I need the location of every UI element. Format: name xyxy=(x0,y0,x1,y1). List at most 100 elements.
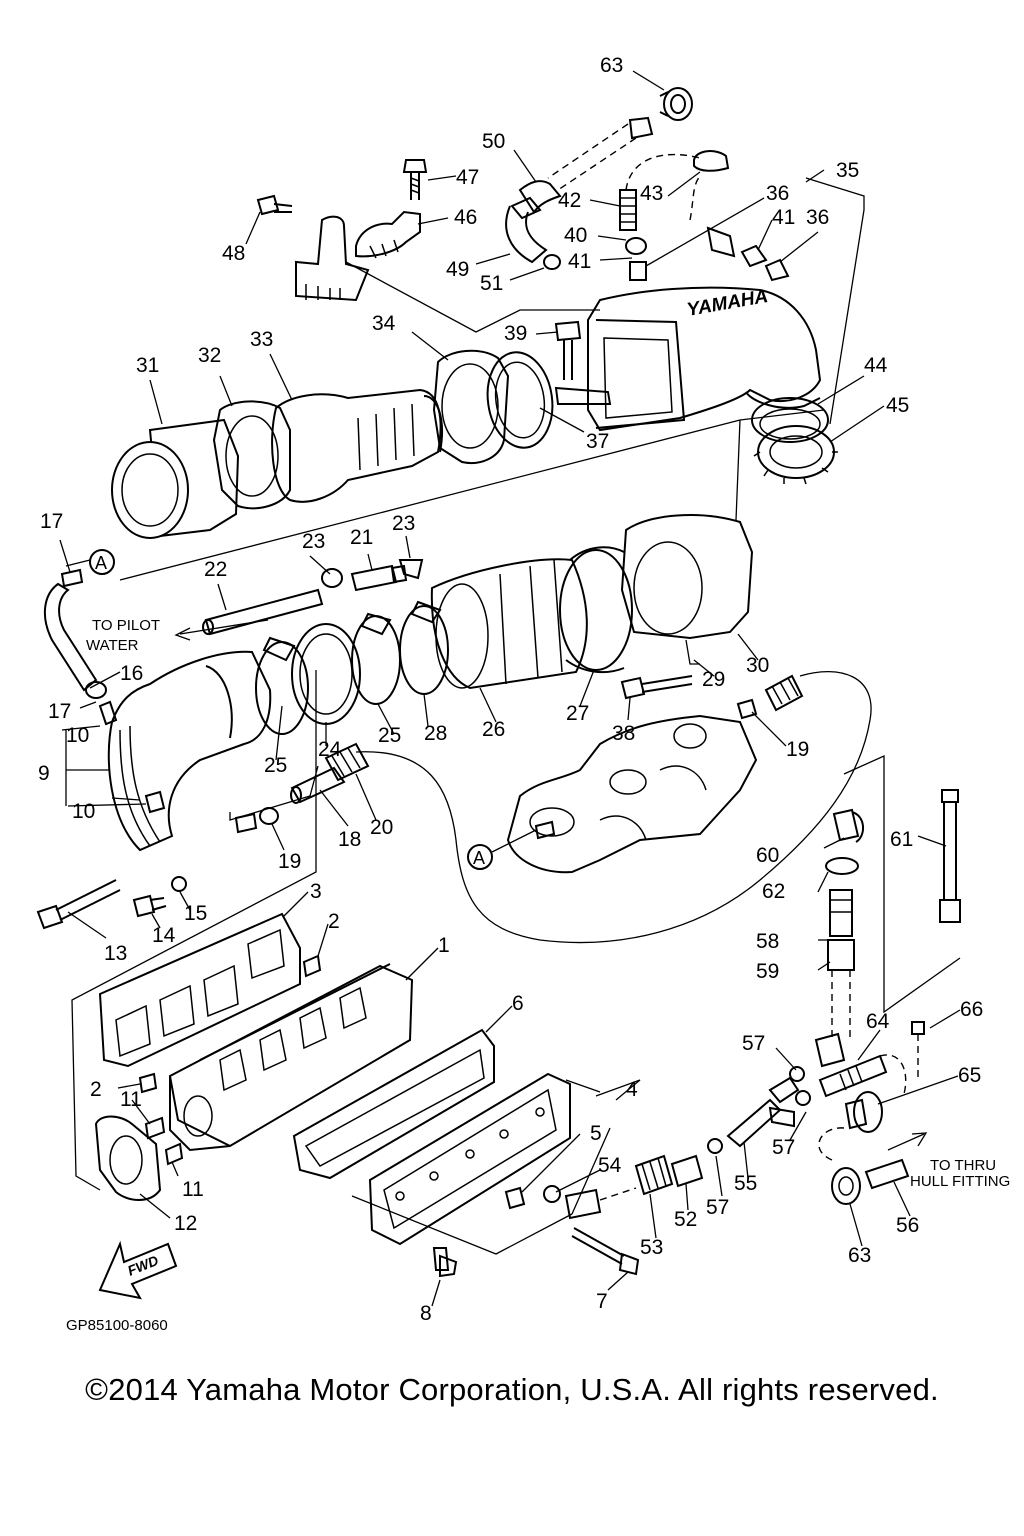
label-23-b: 23 xyxy=(392,512,415,535)
label-45: 45 xyxy=(886,394,909,417)
label-2-top: 2 xyxy=(328,910,340,933)
part-37-gasket xyxy=(486,351,554,449)
copyright-notice: ©2014 Yamaha Motor Corporation, U.S.A. A… xyxy=(85,1372,939,1407)
part-26-pipe xyxy=(430,558,588,690)
label-52: 52 xyxy=(674,1208,697,1231)
label-56: 56 xyxy=(896,1214,919,1237)
part-56-pipe xyxy=(864,1158,910,1190)
part-43-clamp xyxy=(693,150,730,172)
part-stay-mount xyxy=(295,215,600,333)
label-40: 40 xyxy=(564,224,587,247)
label-17-b: 17 xyxy=(48,700,71,723)
arrow-to-pilot-water xyxy=(174,619,269,641)
part-engine-block xyxy=(506,714,758,874)
part-35-muffler: YAMAHA xyxy=(587,286,822,432)
label-47: 47 xyxy=(456,166,479,189)
frame-lower xyxy=(351,1079,641,1255)
callout-a-lower: A xyxy=(467,844,493,870)
label-10-a: 10 xyxy=(66,724,89,747)
label-33: 33 xyxy=(250,328,273,351)
part-46-bracket xyxy=(355,210,421,259)
label-44: 44 xyxy=(864,354,888,377)
label-5: 5 xyxy=(590,1122,602,1145)
part-33-pipe xyxy=(271,388,444,503)
label-1: 1 xyxy=(438,934,450,957)
part-12-gasket xyxy=(94,1115,162,1201)
label-54: 54 xyxy=(598,1154,622,1177)
part-11-pin-top xyxy=(144,1116,166,1140)
label-59: 59 xyxy=(756,960,779,983)
callout-a-lower-text: A xyxy=(473,848,485,868)
frame-right xyxy=(843,754,961,1014)
frame-upper xyxy=(119,409,825,581)
label-64: 64 xyxy=(866,1010,890,1033)
label-28: 28 xyxy=(424,722,447,745)
part-65-fitting xyxy=(844,1091,883,1133)
callout-a-upper: A xyxy=(89,549,115,575)
part-20-hose xyxy=(324,742,370,782)
label-25-b: 25 xyxy=(378,724,401,747)
label-17-a: 17 xyxy=(40,510,63,533)
label-36-a: 36 xyxy=(766,182,789,205)
label-16: 16 xyxy=(120,662,143,685)
part-40-clamp xyxy=(625,237,648,255)
label-57-c: 57 xyxy=(706,1196,729,1219)
label-63-top: 63 xyxy=(600,54,623,77)
part-19-fitting-right xyxy=(736,674,804,720)
part-50-hose xyxy=(510,116,654,220)
part-25-clamp-upper xyxy=(351,612,401,705)
label-55: 55 xyxy=(734,1172,757,1195)
part-15-washer xyxy=(171,876,188,892)
part-3-gasket xyxy=(98,912,301,1068)
label-48: 48 xyxy=(222,242,245,265)
label-61: 61 xyxy=(890,828,913,851)
part-64-hose xyxy=(818,1054,907,1098)
label-7: 7 xyxy=(596,1290,608,1313)
part-5-fitting xyxy=(504,1186,526,1210)
part-54-fitting xyxy=(543,1185,562,1203)
label-18: 18 xyxy=(338,828,361,851)
lead-a-lower xyxy=(491,829,537,853)
part-57-clamp-b xyxy=(795,1090,812,1106)
frame-middle xyxy=(71,670,319,1191)
part-30-flange xyxy=(620,514,754,640)
label-37: 37 xyxy=(586,430,609,453)
label-49: 49 xyxy=(446,258,469,281)
part-42-hose xyxy=(619,153,701,231)
to-pilot-water-line1: TO PILOT xyxy=(92,617,160,634)
part-38-bolt xyxy=(620,675,693,700)
part-58-fitting xyxy=(829,889,853,937)
frame-35-lines xyxy=(805,177,865,425)
to-pilot-water-line2: WATER xyxy=(86,637,139,654)
arrow-to-thru-hull xyxy=(887,1132,928,1151)
part-62-washer xyxy=(825,857,860,875)
label-24: 24 xyxy=(318,738,342,761)
part-14-bolt xyxy=(132,894,167,918)
part-53-spring xyxy=(634,1154,674,1196)
label-58: 58 xyxy=(756,930,779,953)
label-11-bottom: 11 xyxy=(182,1178,204,1201)
to-thru-hull-line1: TO THRU xyxy=(930,1157,996,1174)
part-60-cap xyxy=(832,808,864,843)
part-4-cover xyxy=(368,1072,571,1246)
part-32-gasket xyxy=(212,400,291,510)
part-7-bolt xyxy=(571,1227,640,1276)
label-27: 27 xyxy=(566,702,589,725)
to-thru-hull-line2: HULL FITTING xyxy=(910,1173,1010,1190)
label-41-b: 41 xyxy=(568,250,591,273)
part-24-hose xyxy=(291,623,361,725)
label-8: 8 xyxy=(420,1302,432,1325)
part-23-clamp-right xyxy=(398,559,424,580)
part-49-pipe xyxy=(505,205,548,264)
label-32: 32 xyxy=(198,344,221,367)
part-2-pin-left xyxy=(138,1072,158,1094)
label-57-a: 57 xyxy=(742,1032,765,1055)
part-25-clamp-lower xyxy=(255,636,309,735)
part-34-gasket xyxy=(432,349,510,464)
part-36-fitting xyxy=(689,175,790,282)
label-51: 51 xyxy=(480,272,503,295)
part-57-clamp-c xyxy=(707,1138,724,1154)
label-2-left: 2 xyxy=(90,1078,102,1101)
part-17-clamp-bottom xyxy=(85,681,108,699)
label-34: 34 xyxy=(372,312,396,335)
